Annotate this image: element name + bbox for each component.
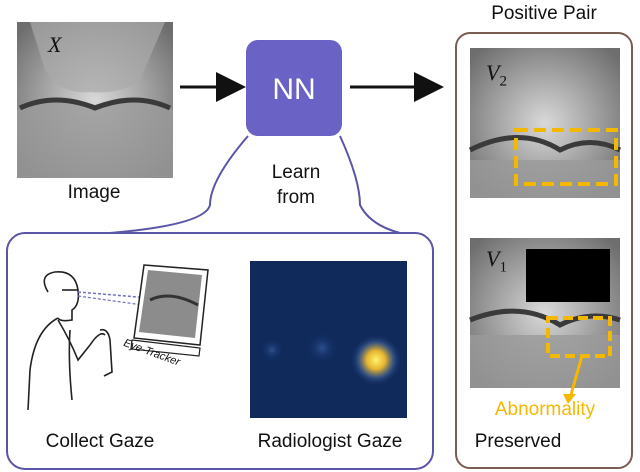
view-2-variable: V2 [486,60,507,90]
image-caption: Image [67,182,121,203]
positive-pair-title: Positive Pair [491,3,597,24]
occlusion-mask [526,249,610,302]
gaze-heatmap [250,261,407,418]
view-1-subscript: 1 [499,259,507,276]
input-xray-image [17,22,173,178]
monitor [130,264,209,357]
collect-gaze-caption: Collect Gaze [45,431,155,452]
radiologist-figure [27,271,113,411]
view-1-variable: V1 [486,246,507,276]
callout-line-right [339,135,401,234]
radiologist-gaze-caption: Radiologist Gaze [257,431,403,452]
gaze-line [77,291,151,299]
abnormality-box-bottom [546,316,612,358]
abnormality-pointer [568,355,584,399]
view-2-image [468,48,622,198]
view-2-subscript: 2 [499,73,507,90]
abnormality-label: Abnormality [494,399,596,420]
positive-pair-panel [455,32,633,469]
preserved-label: Preserved [474,431,562,452]
view-2-var: V [486,60,500,85]
learn-from-caption: Learn from [271,162,321,208]
input-variable: X [48,32,62,57]
abnormality-pointer-head [563,394,576,404]
view-1-var: V [486,246,500,271]
abnormality-box-top [514,128,618,186]
callout-line-left [109,135,249,234]
nn-label: NN [272,73,316,106]
nn-box [246,40,342,136]
gaze-panel [6,232,434,470]
